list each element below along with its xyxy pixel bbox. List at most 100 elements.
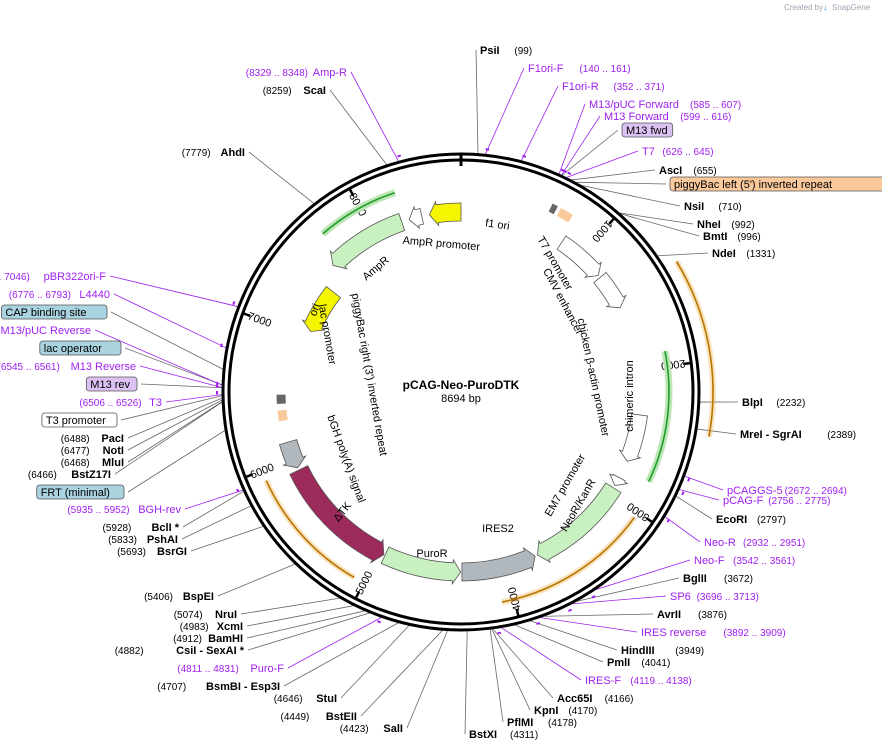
site-ires-f[interactable]: IRES-F(4119 .. 4138)	[497, 631, 692, 687]
site-psii[interactable]: PsiI(99)	[480, 45, 532, 57]
site-avrii[interactable]: AvrII(3876)	[657, 609, 727, 621]
site-neo-f[interactable]: Neo-F(3542 .. 3561)	[591, 555, 795, 599]
site-bspei[interactable]: BspEI (5406)	[144, 591, 214, 603]
site-mlui[interactable]: MluI(6468)	[61, 457, 124, 469]
site-sp6[interactable]: SP6(3696 .. 3713)	[568, 591, 759, 612]
site-kpni[interactable]: KpnI(4170)	[534, 705, 597, 717]
site-l4440[interactable]: L4440(6776 .. 6793)	[9, 289, 223, 348]
site-xcmi[interactable]: XcmI(4983)	[180, 621, 243, 633]
site-noti[interactable]: NotI(6477)	[61, 445, 124, 457]
site-frt-minimal[interactable]: FRT (minimal)	[36, 484, 125, 500]
site-bsrgi[interactable]: BsrGI (5693)	[117, 546, 187, 558]
feature-tk[interactable]	[289, 465, 385, 564]
site-pbr322ori-f[interactable]: pBR322ori-F(7027 .. 7046)	[0, 271, 236, 306]
site-scai[interactable]: ScaI(8259)	[263, 85, 326, 97]
site-hindiii[interactable]: HindIII(3949)	[621, 645, 704, 657]
site-neo-r[interactable]: Neo-R(2932 .. 2951)	[666, 518, 805, 549]
feature-piggybac-left-5-inverted-repeat[interactable]	[556, 208, 573, 223]
site-ndei[interactable]: NdeI(1331)	[712, 248, 775, 260]
site-cap-binding-site[interactable]: CAP binding site	[0, 304, 108, 320]
site-blpi[interactable]: BlpI(2232)	[742, 397, 805, 409]
site-name: Acc65I	[557, 693, 592, 705]
site-pcaggs-5[interactable]: pCAGGS-5(2672 .. 2694)	[687, 477, 847, 497]
site-name: PsiI	[480, 45, 500, 57]
leader-line	[499, 626, 582, 681]
site-bglii[interactable]: BglII(3672)	[683, 573, 753, 585]
feature-chimeric-intron[interactable]	[618, 413, 648, 462]
site-position: (655)	[693, 166, 716, 177]
feature-cmv-enhancer[interactable]	[556, 235, 602, 278]
site-name: IRES reverse	[641, 627, 706, 639]
site-bsmbi-esp3i[interactable]: BsmBI - Esp3I(4707)	[157, 681, 280, 693]
site-m13-forward[interactable]: M13 Forward(599 .. 616)	[562, 111, 731, 173]
site-puro-f[interactable]: Puro-F(4811 .. 4831)	[177, 620, 382, 675]
site-name: BspEI	[183, 591, 214, 603]
feature-t7-promoter[interactable]	[548, 203, 558, 215]
site-position: (5406)	[144, 592, 173, 603]
site-amp-r[interactable]: Amp-R(8329 .. 8348)	[246, 67, 402, 158]
site-ahdi[interactable]: AhdI(7779)	[182, 147, 245, 159]
feature-puror[interactable]	[380, 546, 462, 586]
site-f1ori-f[interactable]: F1ori-F(140 .. 161)	[485, 63, 631, 151]
feature-piggybac-right-3-inverted-repeat[interactable]	[277, 409, 288, 422]
site-t3-promoter[interactable]: T3 promoter	[41, 412, 118, 428]
site-position: (710)	[718, 202, 741, 213]
site-pmli[interactable]: PmlI(4041)	[607, 657, 670, 669]
site-position: (4311)	[510, 730, 538, 741]
feature-ires2[interactable]	[461, 546, 536, 582]
site-paci[interactable]: PacI(6488)	[61, 433, 124, 445]
primer-mark	[562, 169, 567, 173]
site-name: piggyBac left (5') inverted repeat	[674, 179, 832, 191]
feature-bgh-poly-a-signal[interactable]	[278, 439, 307, 469]
site-bstz17i[interactable]: BstZ17I(6466)	[28, 469, 111, 481]
feature-neor-kanr[interactable]	[537, 482, 622, 564]
primer-mark	[377, 620, 382, 624]
site-bgh-rev[interactable]: BGH-rev(5935 .. 5952)	[67, 488, 240, 516]
site-position: (140 .. 161)	[579, 64, 630, 75]
feature-label-ires2: IRES2	[482, 523, 514, 535]
site-m13-rev[interactable]: M13 rev	[85, 376, 138, 392]
site-bcli[interactable]: BclI *(5928)	[102, 522, 179, 534]
feature-chicken-actin-promoter[interactable]	[593, 271, 627, 309]
site-stui[interactable]: StuI(4646)	[274, 693, 337, 705]
site-piggybac-left-5-inverted-repeat[interactable]: piggyBac left (5') inverted repeat	[669, 176, 882, 192]
site-t7[interactable]: T7(626 .. 645)	[567, 146, 714, 176]
site-position: (5693)	[117, 547, 146, 558]
site-lac-operator[interactable]: lac operator	[39, 340, 122, 356]
site-bamhi[interactable]: BamHI(4912)	[173, 633, 243, 645]
leader-line	[577, 184, 681, 207]
site-ecori[interactable]: EcoRI(2797)	[716, 514, 786, 526]
primer-mark	[687, 477, 691, 482]
feature-f1-ori[interactable]	[428, 200, 462, 227]
feature-ampr[interactable]	[329, 213, 406, 270]
feature-em7-promoter[interactable]	[609, 473, 629, 487]
site-bsteii[interactable]: BstEII(4449)	[280, 711, 357, 723]
feature-ori[interactable]	[301, 285, 342, 332]
site-f1ori-r[interactable]: F1ori-R(352 .. 371)	[522, 81, 665, 158]
site-m13-fwd[interactable]: M13 fwd	[621, 122, 674, 138]
site-csii-sexai[interactable]: CsiI - SexAI *(4882)	[115, 645, 245, 657]
site-asci[interactable]: AscI(655)	[659, 165, 717, 177]
site-box	[36, 484, 125, 500]
site-sali[interactable]: SalI(4423)	[340, 723, 403, 735]
site-pshai[interactable]: PshAI(5833)	[108, 534, 178, 546]
site-bmti[interactable]: BmtI(996)	[703, 231, 761, 243]
site-pflmi[interactable]: PflMI(4178)	[507, 717, 577, 729]
site-box	[39, 340, 122, 356]
site-m13-puc-reverse[interactable]: M13/pUC Reverse(6558 .. 6580)	[0, 325, 219, 386]
site-name: KpnI	[534, 705, 558, 717]
site-nsii[interactable]: NsiI(710)	[684, 201, 742, 213]
site-ires-reverse[interactable]: IRES reverse(3892 .. 3909)	[536, 621, 786, 639]
site-acc65i[interactable]: Acc65I(4166)	[557, 693, 634, 705]
feature-ampr-promoter[interactable]	[408, 205, 424, 230]
site-name: XcmI	[217, 621, 243, 633]
leader-line	[489, 628, 504, 723]
site-pcag-f[interactable]: pCAG-F(2756 .. 2775)	[681, 491, 830, 507]
site-mrei-sgrai[interactable]: MreI - SgrAI(2389)	[740, 429, 856, 441]
site-nhei[interactable]: NheI(992)	[697, 219, 755, 231]
leader-line	[240, 597, 342, 615]
site-bstxi[interactable]: BstXI(4311)	[469, 729, 538, 741]
site-name: BsrGI	[157, 546, 187, 558]
site-t3[interactable]: T3(6506 .. 6526)	[79, 391, 219, 409]
site-nrui[interactable]: NruI(5074)	[174, 609, 237, 621]
